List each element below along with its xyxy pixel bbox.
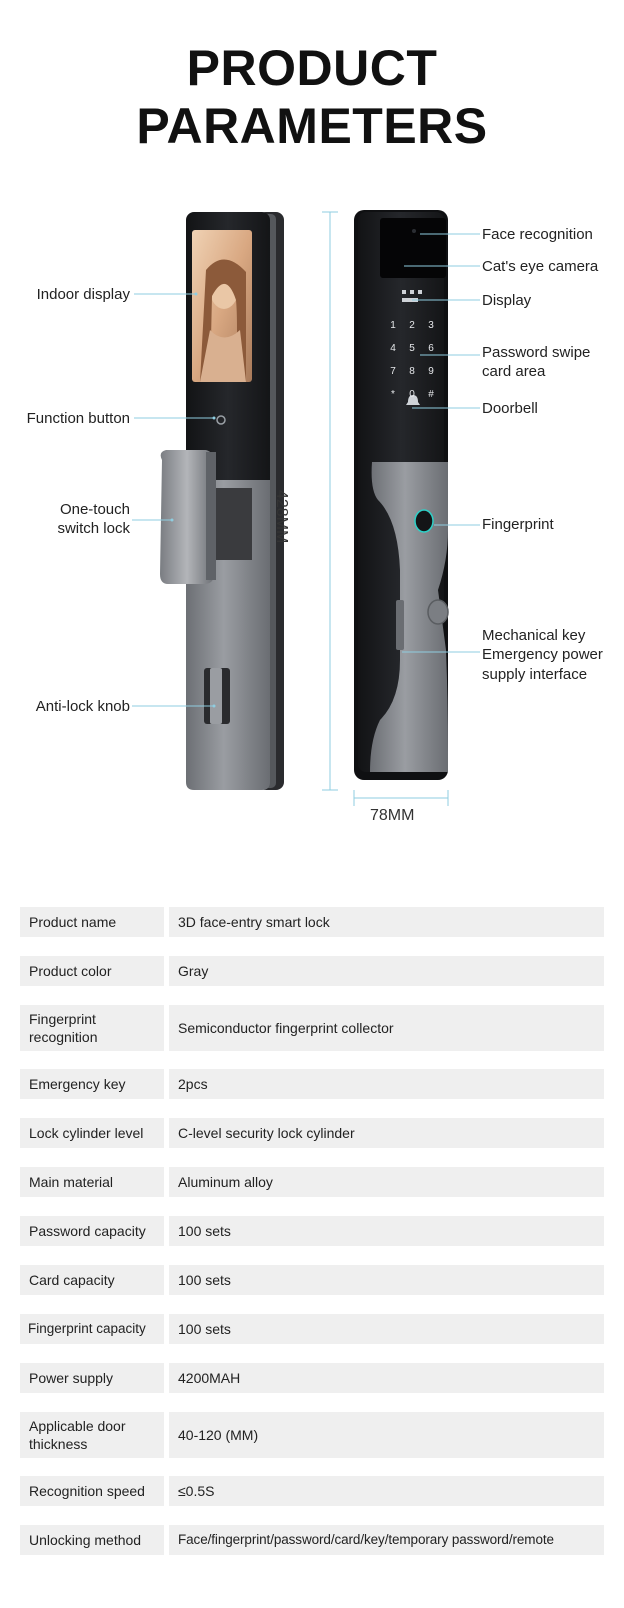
keypad-key: 0 (409, 389, 415, 400)
keypad-key: 2 (409, 320, 415, 331)
spec-value: 2pcs (169, 1069, 604, 1099)
spec-key: Password capacity (20, 1216, 164, 1246)
product-illustration (132, 210, 480, 806)
table-row: Fingerprint recognition Semiconductor fi… (20, 1005, 604, 1051)
keypad-key: 3 (428, 320, 434, 331)
spec-key: Lock cylinder level (20, 1118, 164, 1148)
camera-window (380, 218, 446, 278)
spec-key: Product color (20, 956, 164, 986)
dimension-width: 78MM (370, 807, 415, 824)
spec-value: Face/fingerprint/password/card/key/tempo… (169, 1525, 604, 1555)
keypad-key: 1 (390, 320, 396, 331)
table-row: Unlocking method Face/fingerprint/passwo… (20, 1525, 604, 1555)
callout-anti-lock-knob: Anti-lock knob (35, 698, 130, 715)
dimension-height: 428MM (273, 490, 290, 544)
spec-key: Card capacity (20, 1265, 164, 1295)
callout-mech-3: supply interface (482, 666, 588, 683)
callout-mech-2: Emergency power (482, 646, 603, 663)
keypad-key: 5 (409, 343, 415, 354)
table-row: Applicable door thickness 40-120 (MM) (20, 1412, 604, 1458)
table-row: Product name 3D face-entry smart lock (20, 907, 604, 937)
table-row: Product color Gray (20, 956, 604, 986)
page-title-line1: PRODUCT (186, 40, 438, 96)
guide-lines (132, 211, 480, 806)
spec-key: Power supply (20, 1363, 164, 1393)
keypad-key: 4 (390, 343, 396, 354)
callout-fingerprint: Fingerprint (482, 516, 554, 533)
callout-display: Display (482, 292, 532, 309)
spec-value: 3D face-entry smart lock (169, 907, 604, 937)
spec-value: 100 sets (169, 1216, 604, 1246)
spec-key: Fingerprint capacity (20, 1314, 164, 1344)
keypad-key: # (428, 389, 434, 400)
spec-key: Unlocking method (20, 1525, 164, 1555)
spec-value: ≤0.5S (169, 1476, 604, 1506)
keyhole-icon (427, 599, 449, 625)
spec-key: Product name (20, 907, 164, 937)
outdoor-lock (354, 210, 449, 780)
spec-key: Main material (20, 1167, 164, 1197)
spec-key: Applicable door thickness (20, 1412, 164, 1458)
callout-one-touch-2: switch lock (57, 520, 130, 537)
table-row: Emergency key 2pcs (20, 1069, 604, 1099)
callout-face-recognition: Face recognition (482, 226, 593, 243)
handle (160, 450, 214, 584)
callout-password-2: card area (482, 363, 546, 380)
table-row: Main material Aluminum alloy (20, 1167, 604, 1197)
doorbell-icon (406, 395, 420, 405)
spec-value: 100 sets (169, 1314, 604, 1344)
page-title-line2: PARAMETERS (136, 98, 488, 154)
callout-function-button: Function button (26, 410, 130, 427)
spec-key: Recognition speed (20, 1476, 164, 1506)
callout-cats-eye-camera: Cat's eye camera (482, 258, 599, 275)
spec-key: Fingerprint recognition (20, 1005, 164, 1051)
keypad-key: * (391, 389, 395, 400)
callout-one-touch-1: One-touch (59, 501, 130, 518)
table-row: Card capacity 100 sets (20, 1265, 604, 1295)
table-row: Lock cylinder level C-level security loc… (20, 1118, 604, 1148)
spec-value: 100 sets (169, 1265, 604, 1295)
keypad: 1 2 3 4 5 6 7 8 9 * 0 # (384, 316, 440, 404)
fingerprint-sensor-icon (414, 509, 434, 533)
spec-value: Semiconductor fingerprint collector (169, 1005, 604, 1051)
keypad-key: 6 (428, 343, 434, 354)
callout-doorbell: Doorbell (482, 400, 538, 417)
function-button-icon (216, 415, 226, 425)
spec-value: 40-120 (MM) (169, 1412, 604, 1458)
table-row: Fingerprint capacity 100 sets (20, 1314, 604, 1344)
callout-mech-1: Mechanical key (482, 627, 586, 644)
keypad-key: 9 (428, 366, 434, 377)
outdoor-handle (370, 462, 448, 772)
spec-value: C-level security lock cylinder (169, 1118, 604, 1148)
callout-password-1: Password swipe (482, 344, 591, 361)
callout-indoor-display: Indoor display (36, 286, 130, 303)
status-display-icon (402, 290, 422, 302)
table-row: Password capacity 100 sets (20, 1216, 604, 1246)
indoor-lock (160, 212, 284, 790)
spec-key: Emergency key (20, 1069, 164, 1099)
keypad-key: 7 (390, 366, 396, 377)
spec-value: 4200MAH (169, 1363, 604, 1393)
table-row: Recognition speed ≤0.5S (20, 1476, 604, 1506)
table-row: Power supply 4200MAH (20, 1363, 604, 1393)
spec-value: Gray (169, 956, 604, 986)
spec-value: Aluminum alloy (169, 1167, 604, 1197)
keypad-key: 8 (409, 366, 415, 377)
